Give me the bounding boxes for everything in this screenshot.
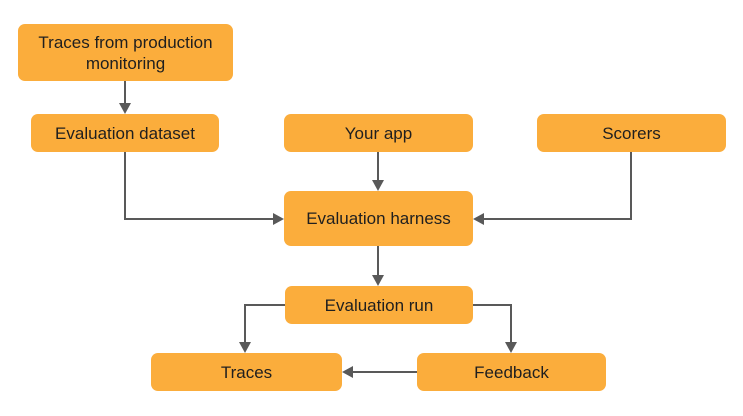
arrowhead-harness-right xyxy=(473,213,484,225)
node-evaluation-harness: Evaluation harness xyxy=(284,191,473,246)
edge-run-to-feedback xyxy=(473,304,512,343)
arrowhead-harness-top xyxy=(372,180,384,191)
node-traces-label: Traces xyxy=(220,362,273,382)
node-your-app-label: Your app xyxy=(344,123,413,143)
node-evaluation-run-label: Evaluation run xyxy=(324,295,434,315)
edge-run-to-traces xyxy=(244,304,285,343)
node-evaluation-dataset-label: Evaluation dataset xyxy=(55,123,195,143)
edge-scorers-to-harness xyxy=(483,152,632,220)
node-your-app: Your app xyxy=(284,114,473,152)
node-traces-from-production-label: Traces from production monitoring xyxy=(38,32,213,73)
node-evaluation-dataset: Evaluation dataset xyxy=(31,114,219,152)
arrowhead-harness-left xyxy=(273,213,284,225)
node-scorers-label: Scorers xyxy=(602,123,661,143)
node-feedback: Feedback xyxy=(417,353,606,391)
arrowhead-run xyxy=(372,275,384,286)
arrowhead-feedback xyxy=(505,342,517,353)
node-evaluation-run: Evaluation run xyxy=(285,286,473,324)
arrowhead-traces-top xyxy=(239,342,251,353)
node-evaluation-harness-label: Evaluation harness xyxy=(306,209,451,228)
arrowhead-traces-right xyxy=(342,366,353,378)
edge-dataset-to-harness xyxy=(124,152,274,220)
arrowhead-dataset xyxy=(119,103,131,114)
node-traces: Traces xyxy=(151,353,342,391)
node-traces-from-production: Traces from production monitoring xyxy=(18,24,233,81)
node-scorers: Scorers xyxy=(537,114,726,152)
node-feedback-label: Feedback xyxy=(474,362,549,382)
